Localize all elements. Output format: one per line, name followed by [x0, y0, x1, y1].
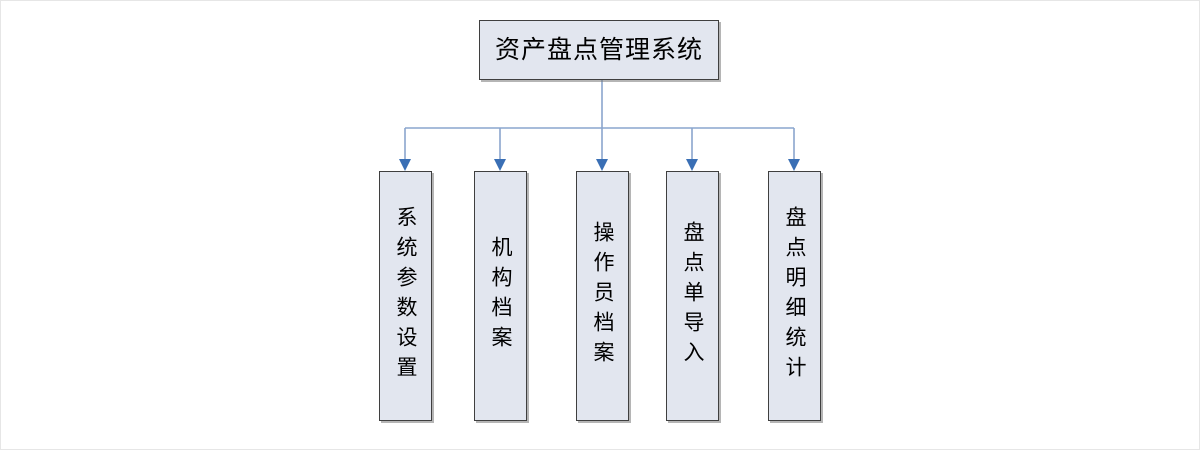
- arrowhead-1: [399, 159, 411, 171]
- node-operator-archive[interactable]: 操作员档案: [576, 171, 629, 421]
- node-label-3: 操作员档案: [591, 221, 615, 371]
- node-system-parameter-settings[interactable]: 系统参数设置: [379, 171, 432, 421]
- arrowhead-5: [788, 159, 800, 171]
- node-root[interactable]: 资产盘点管理系统: [479, 20, 719, 80]
- arrowhead-3: [596, 159, 608, 171]
- arrowhead-4: [686, 159, 698, 171]
- node-label-1: 系统参数设置: [394, 206, 418, 386]
- node-label-2: 机构档案: [489, 236, 513, 356]
- node-label-5: 盘点明细统计: [783, 206, 807, 386]
- node-inventory-sheet-import[interactable]: 盘点单导入: [666, 171, 719, 421]
- node-organization-archive[interactable]: 机构档案: [474, 171, 527, 421]
- arrowhead-2: [494, 159, 506, 171]
- node-root-label: 资产盘点管理系统: [494, 36, 703, 64]
- node-label-4: 盘点单导入: [681, 221, 705, 371]
- node-inventory-detail-statistics[interactable]: 盘点明细统计: [768, 171, 821, 421]
